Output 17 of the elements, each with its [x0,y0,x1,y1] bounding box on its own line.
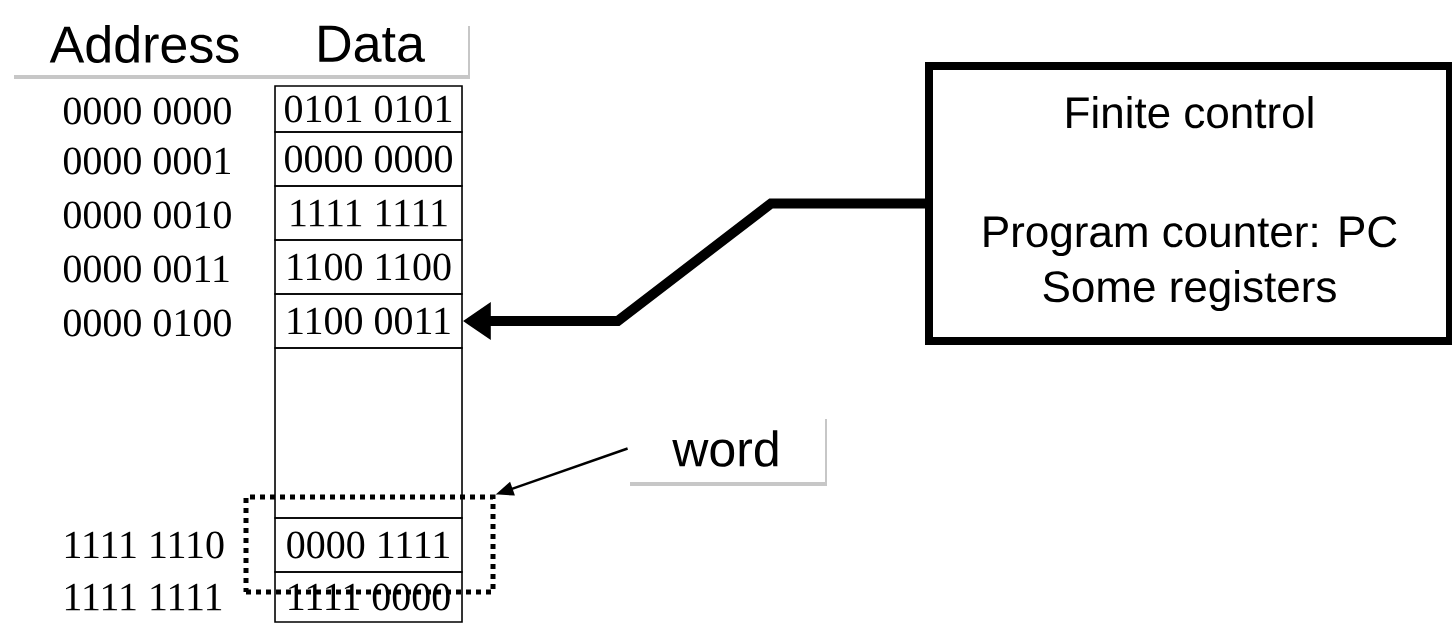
label-box: word [628,415,827,486]
address-label: 0000 0011 [63,255,229,283]
control-box: Finite control Program counter: PC Some registers [925,62,1452,345]
column-header: Address [12,22,272,79]
memory-cell: 0000 0000 [274,131,463,187]
memory-cell [274,347,463,519]
memory-cell: 1111 1111 [274,185,463,241]
memory-cell: 0101 0101 [274,85,463,133]
address-label: 0000 0001 [63,147,230,175]
column-header: Data [270,22,470,79]
address-label: 1111 1111 [65,583,222,611]
address-label: 0000 0000 [63,97,231,125]
address-label: 0000 0100 [63,309,231,337]
memory-cell: 1100 0011 [274,293,463,349]
memory-cell: 1100 1100 [274,239,463,295]
address-label: 1111 1110 [65,531,224,559]
address-label: 0000 0010 [63,201,231,229]
